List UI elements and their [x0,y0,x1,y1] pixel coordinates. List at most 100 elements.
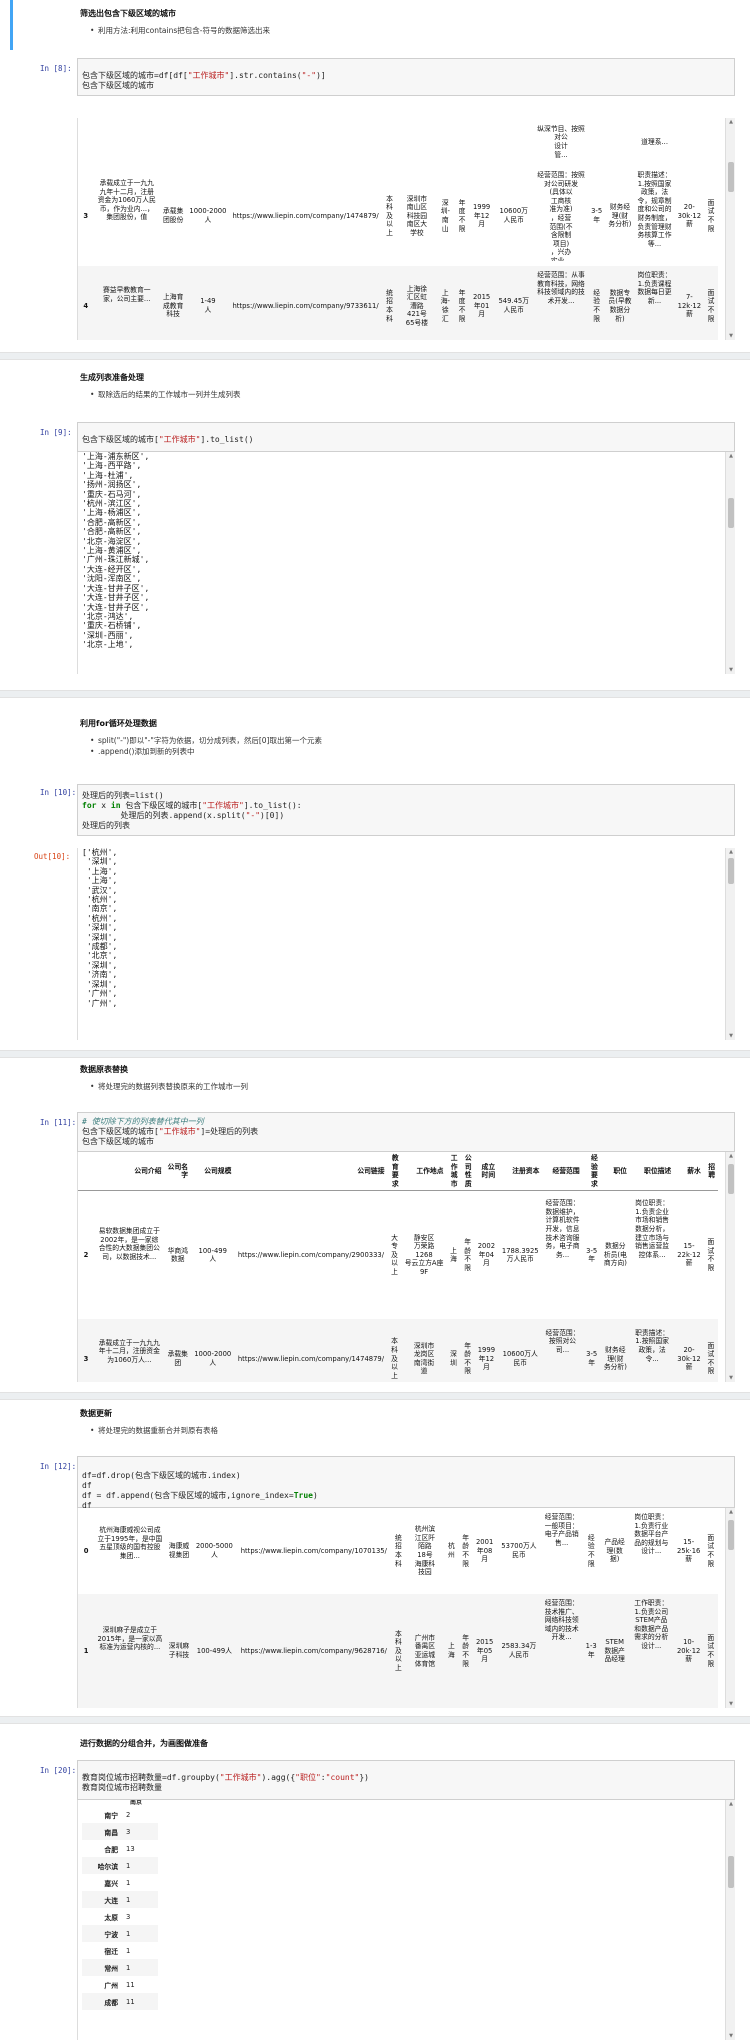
scroll-up-arrow-icon[interactable]: ▲ [729,453,733,459]
scroll-down-arrow-icon[interactable]: ▼ [729,333,733,339]
table-header: 公司介绍 公司名字 公司规模 公司链接 教育要求 工作地点 工作城市 公司性质 … [78,1152,718,1192]
output-scrollbar[interactable]: ▲▼ [725,1800,735,2040]
table-row: 2 易软数据集团成立于2002年，是一家综合性的大数据集团公司，以数据技术...… [83,1199,715,1277]
output-scrollbar[interactable]: ▲▼ [725,118,735,340]
scroll-up-arrow-icon[interactable]: ▲ [729,1801,733,1807]
city-cell: 合肥 [104,1845,118,1854]
count-cell: 1 [126,1946,131,1955]
markdown-heading: 利用for循环处理数据 [80,719,157,728]
input-prompt: In [20]: [40,1766,77,1775]
dataframe-output[interactable]: 公司介绍 公司名字 公司规模 公司链接 教育要求 工作地点 工作城市 公司性质 … [77,1152,735,1382]
count-cell: 1 [122,1959,158,1976]
city-cell: 成都 [82,1993,122,2010]
list-output-line: '深圳-西丽', [82,630,134,640]
code-input-cell[interactable]: 处理后的列表=list() for x in 包含下级区域的城市["工作城市"]… [77,784,735,836]
list-output-line: '重庆-石桥铺', [82,621,142,631]
list-output[interactable]: ['杭州', '深圳', '上海', '上海', '武汉', '杭州', '南京… [77,848,735,1040]
markdown-cell-5[interactable]: 数据更新 将处理完的数据重新合并到原有表格 [0,1408,750,1436]
code-input-cell[interactable]: 教育岗位城市招聘数量=df.groupby("工作城市").agg({"职位":… [77,1760,735,1800]
list-output-line: '杭州', [82,913,118,923]
markdown-cell-2[interactable]: 生成列表准备处理 取除选后的结果的工作城市一列并生成列表 [0,372,750,400]
list-output-text: '上海-浦东新区','上海-西平路','上海-杜浦','扬州-润扬区','重庆-… [78,452,735,650]
markdown-bullet: 将处理完的数据列表替换原来的工作城市一列 [90,1081,750,1092]
input-prompt: In [8]: [40,64,72,73]
output-scrollbar[interactable]: ▲▼ [725,1152,735,1382]
scroll-down-arrow-icon[interactable]: ▼ [729,1033,733,1039]
scroll-thumb[interactable] [728,1856,734,1888]
scroll-thumb[interactable] [728,498,734,528]
markdown-cell-4[interactable]: 数据原表替换 将处理完的数据列表替换原来的工作城市一列 [0,1064,750,1092]
city-cell: 常州 [82,1959,122,1976]
scroll-thumb[interactable] [728,1164,734,1194]
output-scrollbar[interactable]: ▲▼ [725,1508,735,1708]
markdown-heading: 生成列表准备处理 [80,373,144,382]
list-output-line: '广州', [82,989,118,999]
markdown-cell-1[interactable]: 筛选出包含下级区域的城市 利用方法:利用contains把包含-符号的数据筛选出… [0,8,750,36]
input-prompt: In [11]: [40,1118,77,1127]
table-row: 1 深圳麻子是成立于2015年，是一家以高标准为运营内核的... 深圳麻 子科技… [78,1594,718,1708]
markdown-bullet: 取除选后的结果的工作城市一列并生成列表 [90,389,750,400]
list-output-line: ['杭州', [82,848,118,857]
dataframe-output[interactable]: 0 杭州海康威视公司成立于1995年，是中国五星顶级的国有控股集团... 海康威… [77,1508,735,1708]
markdown-bullet: split("-")即以"-"字符为依据，切分成列表，然后[0]取出第一个元素 [90,735,750,746]
list-output-line: '合肥-高新区', [82,517,142,527]
count-cell: 1 [122,1891,158,1908]
list-output-line: '上海-杜浦', [82,470,134,480]
output-scrollbar[interactable]: ▲▼ [725,848,735,1040]
code-input-cell[interactable]: # 使切除下方的列表替代其中一列 包含下级区域的城市["工作城市"]=处理后的列… [77,1112,735,1152]
list-output-line: '武汉', [82,885,118,895]
cell-separator [0,1050,750,1058]
markdown-cell-6[interactable]: 进行数据的分组合并，为画图做准备 [0,1738,750,1755]
list-output-line: '上海-西平路', [82,461,142,471]
list-output-line: '深圳', [82,979,118,989]
markdown-heading: 进行数据的分组合并，为画图做准备 [80,1739,208,1748]
list-output-line: '上海', [82,866,118,876]
city-cell: 嘉兴 [104,1879,118,1888]
markdown-cell-3[interactable]: 利用for循环处理数据 split("-")即以"-"字符为依据，切分成列表，然… [0,718,750,757]
scroll-down-arrow-icon[interactable]: ▼ [729,1375,733,1381]
code-input-cell[interactable]: 包含下级区域的城市["工作城市"].to_list() [77,422,735,452]
count-cell: 1 [122,1857,158,1874]
scroll-thumb[interactable] [728,858,734,884]
code-input-cell[interactable]: df=df.drop(包含下级区域的城市.index) df df = df.a… [77,1456,735,1510]
code-input-cell[interactable]: 包含下级区域的城市=df[df["工作城市"].str.contains("-"… [77,58,735,96]
scroll-thumb[interactable] [728,162,734,192]
table-row: 3 承载成立于一九九九年十二月，注册资金为1060万人... 承载集 团 100… [78,1318,718,1382]
list-output-line: '上海', [82,876,118,886]
table-row: 纵深节目、按照 对公 设计 管...道理系... [537,124,668,159]
scroll-down-arrow-icon[interactable]: ▼ [729,2033,733,2039]
scroll-up-arrow-icon[interactable]: ▲ [729,1509,733,1515]
table-row: 3 承载成立于一九九九年十二月，注册资金为1060万人民币，作为业内...，集团… [83,171,715,261]
count-cell: 3 [122,1823,158,1840]
count-cell: 1 [126,1878,131,1887]
output-scrollbar[interactable]: ▲▼ [725,452,735,674]
city-cell: 南昌 [82,1823,122,1840]
scroll-down-arrow-icon[interactable]: ▼ [729,1701,733,1707]
list-output-line: '济南', [82,970,118,980]
list-output-line: '合肥-高新区', [82,527,142,537]
list-output-line: '广州-珠江新城', [82,555,150,565]
table-row: 0 杭州海康威视公司成立于1995年，是中国五星顶级的国有控股集团... 海康威… [83,1513,715,1577]
scroll-up-arrow-icon[interactable]: ▲ [729,849,733,855]
scroll-down-arrow-icon[interactable]: ▼ [729,667,733,673]
dataframe-output[interactable]: 纵深节目、按照 对公 设计 管...道理系... 3 承载成立于一九九九年十二月… [77,118,735,340]
list-output-line: '北京', [82,951,118,961]
count-cell: 1 [122,1925,158,1942]
scroll-up-arrow-icon[interactable]: ▲ [729,119,733,125]
scroll-thumb[interactable] [728,1520,734,1550]
city-cell: 广州 [104,1981,118,1990]
list-output[interactable]: '上海-浦东新区','上海-西平路','上海-杜浦','扬州-润扬区','重庆-… [77,452,735,674]
city-cell: 宁波 [82,1925,122,1942]
input-prompt: In [10]: [40,788,77,797]
markdown-heading: 筛选出包含下级区域的城市 [80,9,176,18]
list-output-line: '大连-甘井子区', [82,602,150,612]
list-output-line: '上海-黄浦区', [82,546,142,556]
scroll-up-arrow-icon[interactable]: ▲ [729,1153,733,1159]
input-prompt: In [9]: [40,428,72,437]
list-output-line: '大连-甘井子区', [82,593,150,603]
